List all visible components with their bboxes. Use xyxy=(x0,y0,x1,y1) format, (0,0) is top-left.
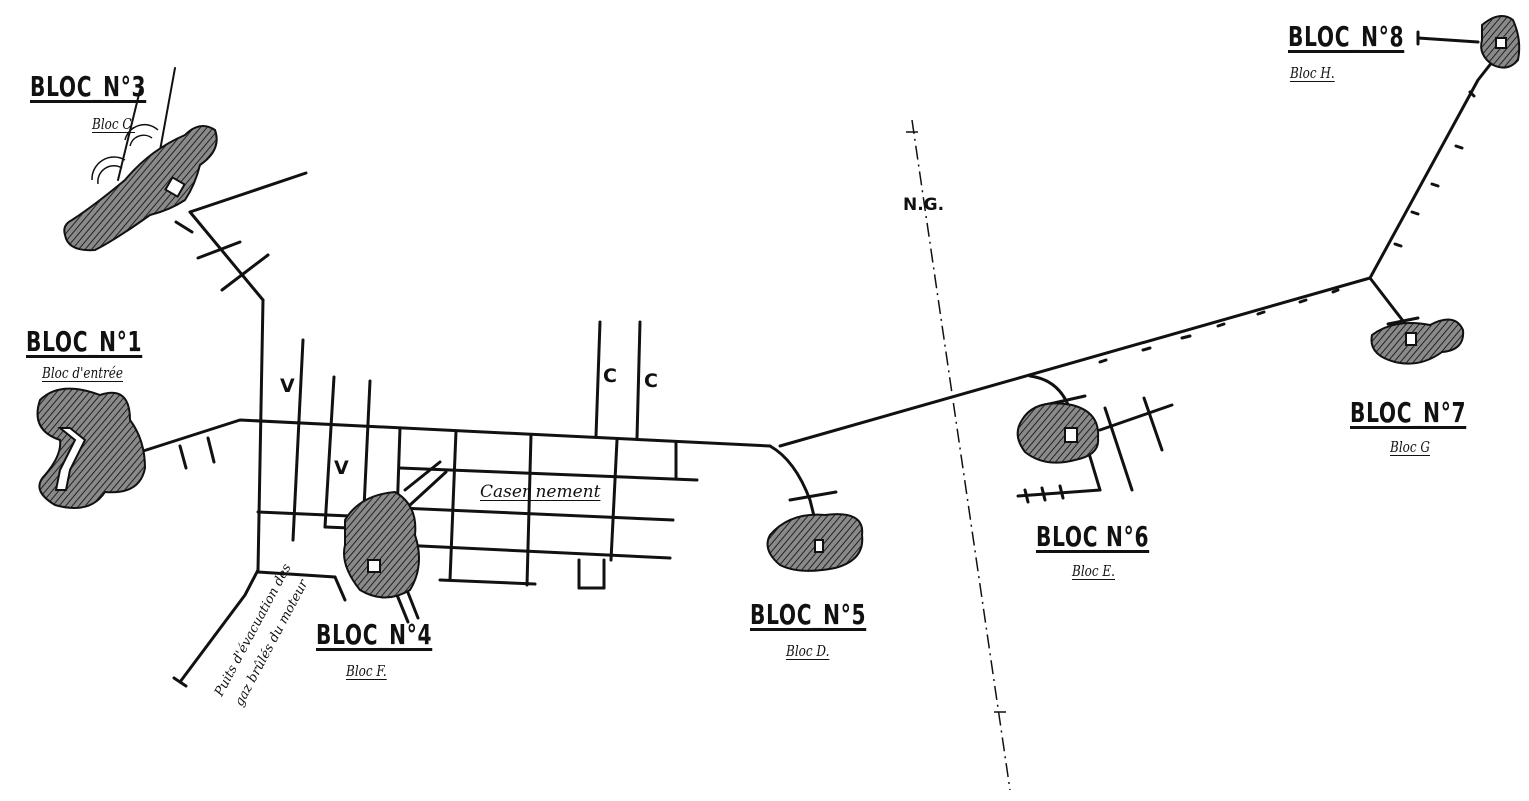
bloc7-title: BLOC_N°7 xyxy=(1350,396,1467,429)
bloc4-subtitle: Bloc F. xyxy=(346,662,387,680)
gallery-bloc8 xyxy=(1368,50,1502,280)
gallery-east xyxy=(778,276,1372,448)
bloc1-shape xyxy=(36,387,147,509)
bloc7-subtitle: Bloc G xyxy=(1390,438,1431,456)
bloc5-subtitle: Bloc D. xyxy=(786,642,830,660)
gallery-bloc3 xyxy=(178,298,265,684)
ng-label: N.G. xyxy=(903,195,945,215)
gallery-bloc5 xyxy=(768,444,822,542)
bloc4-shape xyxy=(343,490,420,599)
bloc8-title: BLOC_N°8 xyxy=(1288,20,1405,53)
bloc6-shape xyxy=(1016,402,1100,464)
bloc8-subtitle: Bloc H. xyxy=(1290,64,1335,82)
c-label-2: C xyxy=(644,370,658,392)
v-label-2: V xyxy=(334,457,349,479)
bloc1-subtitle: Bloc d'entrée xyxy=(42,364,123,382)
bloc6-title: BLOC N°6 xyxy=(1036,520,1150,553)
bloc6-subtitle: Bloc E. xyxy=(1072,562,1115,580)
c-label-1: C xyxy=(603,365,617,387)
bloc3-subtitle: Bloc C. xyxy=(92,115,135,133)
v-label-1: V xyxy=(280,375,295,397)
casernement-label: Caser nement xyxy=(480,482,601,502)
bloc1-title: BLOC_N°1 xyxy=(26,325,143,358)
bloc7-shape xyxy=(1370,318,1465,365)
main-gallery xyxy=(138,418,772,454)
bloc4-title: BLOC_N°4 xyxy=(316,618,433,651)
bloc3-shape xyxy=(63,125,218,252)
bloc5-title: BLOC_N°5 xyxy=(750,598,867,631)
bloc3-title: BLOC_N°3 xyxy=(30,70,147,103)
